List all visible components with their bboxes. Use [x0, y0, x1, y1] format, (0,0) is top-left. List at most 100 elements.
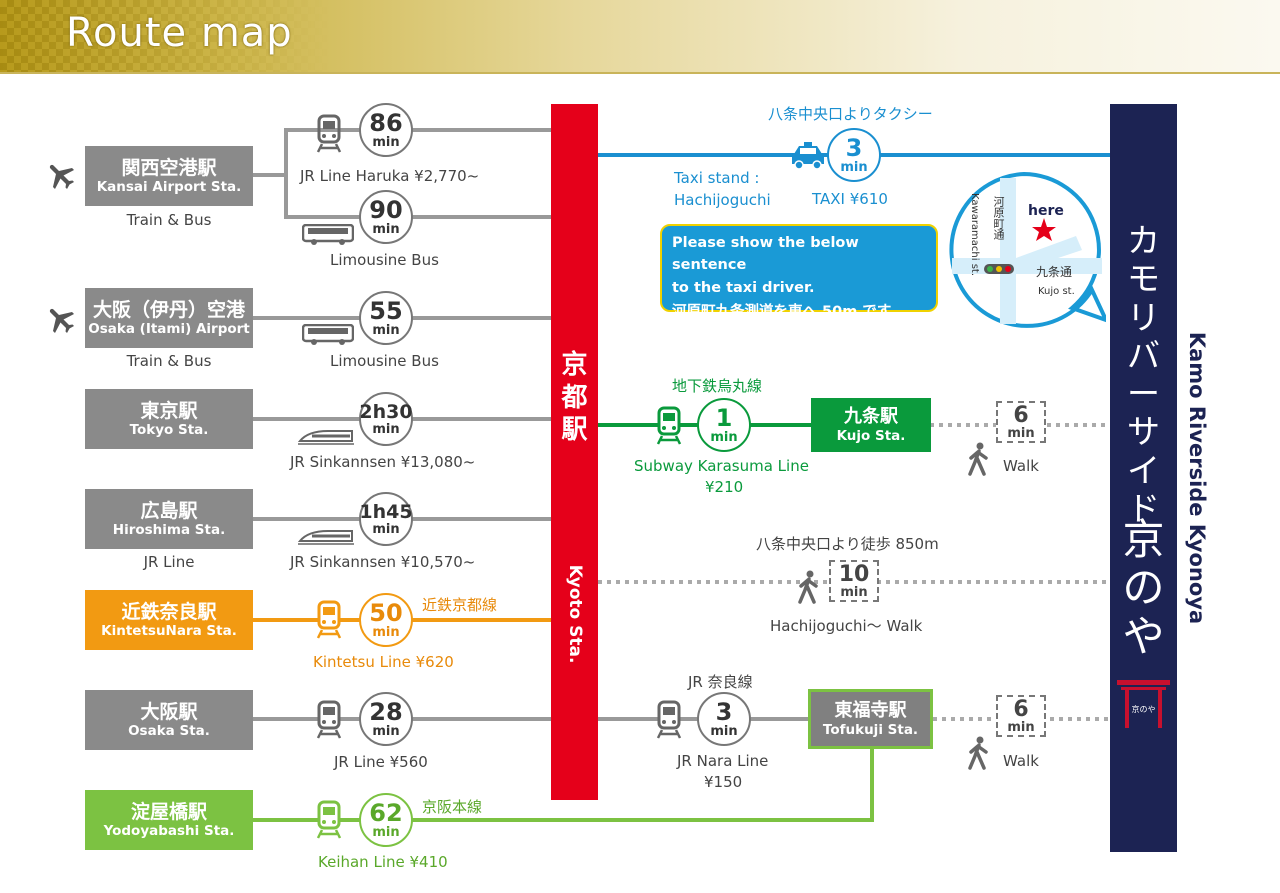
jr-nara-label: JR Nara Line [677, 752, 769, 770]
bus-icon [302, 324, 354, 345]
origin-sub: Train & Bus [126, 211, 212, 229]
kyoto-station-en: Kyoto Sta. [564, 564, 585, 664]
time-unit: min [840, 160, 868, 175]
time-unit: min [372, 323, 400, 338]
origin-yodoyabashi: 淀屋橋駅 Yodoyabashi Sta. [85, 790, 253, 850]
header-divider [0, 72, 1280, 74]
taxi-stand-label: Taxi stand : Hachijoguchi [674, 169, 771, 209]
origin-en: Tokyo Sta. [129, 422, 209, 439]
time-unit: min [710, 724, 738, 739]
train-icon [316, 800, 342, 839]
route-label: JR Line ¥560 [334, 753, 428, 771]
walking-person-icon [968, 442, 988, 476]
origin-en: Kansai Airport Sta. [96, 179, 242, 196]
walk-label: Walk [1003, 457, 1039, 475]
walk-label: Hachijoguchi〜 Walk [770, 617, 923, 635]
kyoto-station-jp: 京 都 駅 [561, 350, 588, 445]
origin-jp: 東京駅 [140, 399, 198, 422]
destination-bar: カ モ リ バ ー サ イ ド 京 の や 京のや [1110, 104, 1177, 852]
origin-jp: 広島駅 [140, 499, 198, 522]
map-here-label: here [1028, 203, 1064, 219]
route-label: JR Line Haruka ¥2,770~ [300, 167, 480, 185]
taxi-icon [792, 142, 824, 170]
route-label: Limousine Bus [330, 251, 439, 269]
origin-itami-airport: 大阪（伊丹）空港 Osaka (Itami) Airport [85, 288, 253, 348]
airplane-icon [49, 164, 75, 190]
map-street-v-jp: 河原町通 [992, 196, 1005, 240]
station-en: Tofukuji Sta. [822, 721, 919, 738]
time-value: 90 [369, 196, 403, 224]
time-value: 55 [369, 297, 403, 325]
time-unit: min [372, 521, 400, 537]
kyoto-station-bar: 京 都 駅 Kyoto Sta. [551, 104, 598, 800]
station-jp: 東福寺駅 [834, 700, 907, 722]
time-value: 62 [369, 799, 403, 827]
origin-sub: JR Line [143, 553, 195, 571]
time-value: 86 [369, 109, 403, 137]
subway-line-label: Subway Karasuma Line [634, 457, 809, 475]
origin-en: Yodoyabashi Sta. [103, 823, 235, 840]
origin-en: Hiroshima Sta. [112, 522, 226, 539]
time-unit: min [372, 421, 400, 437]
station-jp: 九条駅 [844, 406, 898, 428]
bus-icon [302, 224, 354, 245]
train-icon [316, 114, 342, 153]
walking-person-icon [798, 570, 818, 604]
airplane-icon [49, 308, 75, 334]
route-label: Keihan Line ¥410 [318, 853, 448, 871]
train-icon [316, 700, 342, 739]
train-icon [656, 406, 682, 445]
origin-sub: Train & Bus [126, 352, 212, 370]
origin-jp: 大阪（伊丹）空港 [92, 298, 245, 321]
origin-kansai-airport: 関西空港駅 Kansai Airport Sta. [85, 146, 253, 206]
origin-kintetsu-nara: 近鉄奈良駅 KintetsuNara Sta. [85, 590, 253, 650]
train-icon [316, 600, 342, 639]
origin-jp: 近鉄奈良駅 [121, 600, 217, 623]
taxi-top-label: 八条中央口よりタクシー [768, 105, 933, 123]
time-unit: min [372, 825, 400, 840]
time-unit: min [372, 625, 400, 640]
torii-logo-icon: 京のや [1117, 680, 1170, 728]
line-kansai [252, 128, 552, 219]
route-label: JR Sinkannsen ¥10,570~ [290, 553, 476, 571]
jr-nara-fare: ¥150 [704, 773, 743, 791]
station-tofukuji: 東福寺駅 Tofukuji Sta. [808, 689, 933, 749]
time-value: 2h30 [359, 400, 413, 423]
time-value: 1h45 [359, 500, 413, 523]
time-value: 3 [845, 134, 863, 162]
time-value: 50 [369, 599, 403, 627]
star-icon [1032, 218, 1056, 241]
time-unit: min [1007, 425, 1035, 441]
subway-top-label: 地下鉄烏丸線 [672, 377, 763, 395]
route-line-jp: 京阪本線 [422, 798, 483, 816]
station-kujo: 九条駅 Kujo Sta. [811, 398, 931, 452]
shinkansen-icon [298, 530, 354, 545]
time-unit: min [372, 724, 400, 739]
walking-person-icon [968, 736, 988, 770]
origin-hiroshima: 広島駅 Hiroshima Sta. [85, 489, 253, 549]
origin-tokyo: 東京駅 Tokyo Sta. [85, 389, 253, 449]
destination-en: Kamo Riverside Kyonoya [1185, 331, 1209, 625]
header-banner: Route map [0, 0, 1280, 72]
time-unit: min [1007, 719, 1035, 735]
route-label: Kintetsu Line ¥620 [313, 653, 454, 671]
origin-jp: 関西空港駅 [121, 156, 217, 179]
walk-top-label: 八条中央口より徒歩 850m [756, 535, 939, 553]
destination-jp: カ モ リ バ ー サ イ ド [1127, 221, 1160, 528]
origin-en: Osaka (Itami) Airport [88, 321, 250, 338]
subway-fare-label: ¥210 [705, 478, 744, 496]
route-label: JR Sinkannsen ¥13,080~ [290, 453, 476, 471]
page-title: Route map [66, 10, 293, 56]
destination-jp-name: 京 の や [1122, 515, 1165, 661]
